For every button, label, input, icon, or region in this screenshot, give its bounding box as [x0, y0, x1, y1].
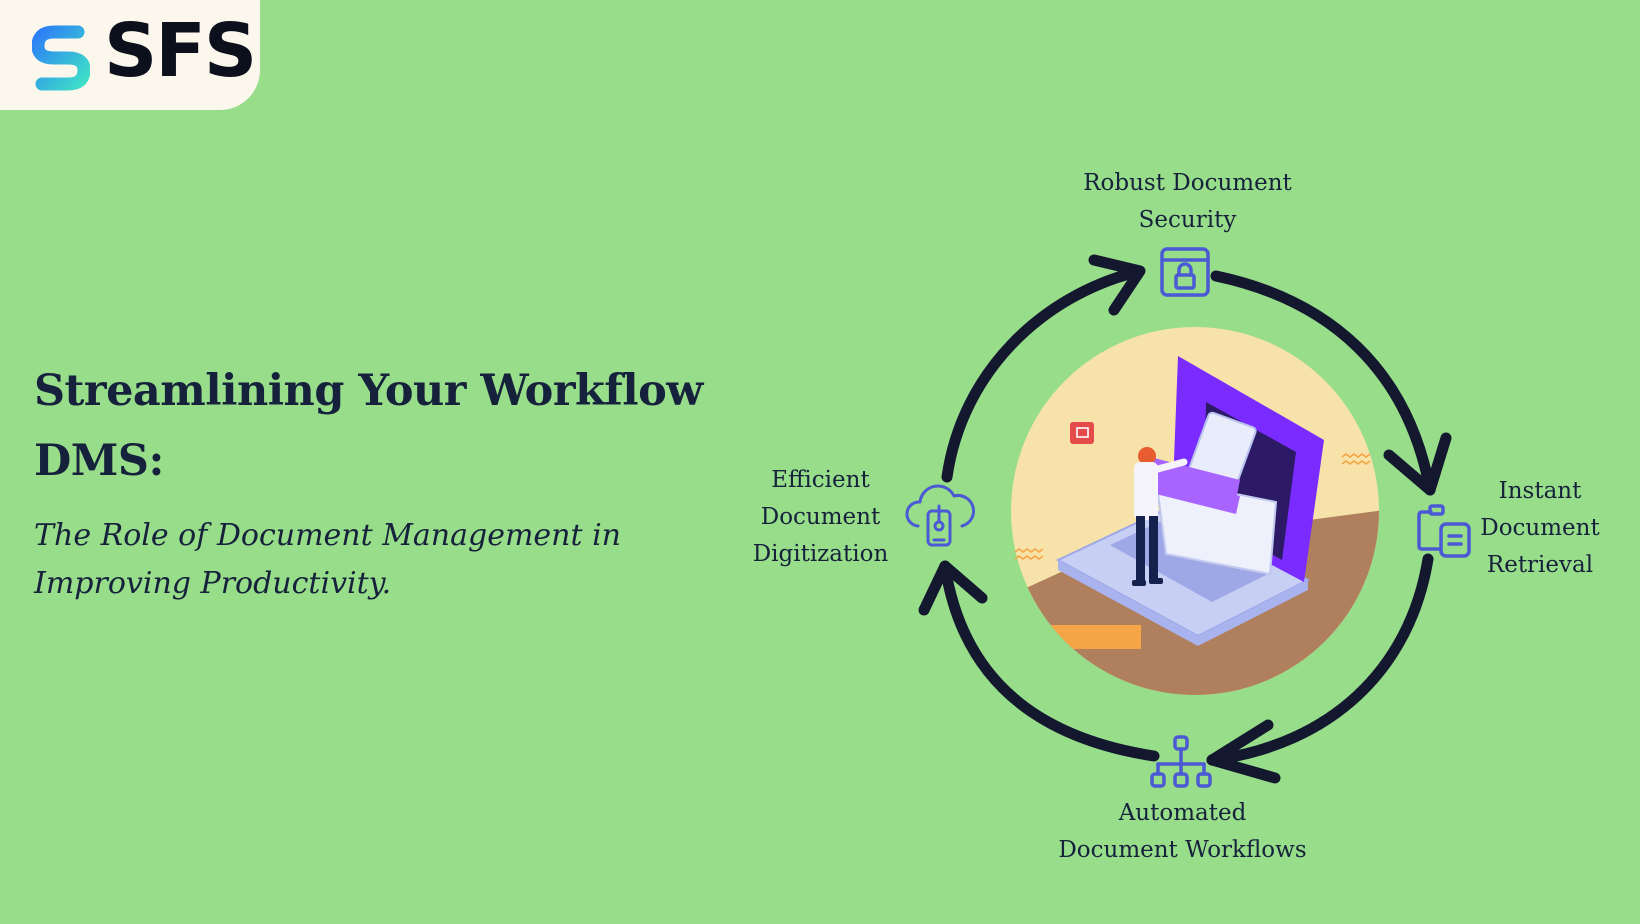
person-figure: [1132, 447, 1188, 586]
center-illustration: [1011, 327, 1379, 695]
arrow-retrieval-to-workflows: [1206, 553, 1434, 766]
red-sticker: [1070, 422, 1094, 444]
page-subtitle: The Role of Document Management in Impro…: [34, 512, 654, 608]
arrow-retrieval-head: [1383, 432, 1452, 496]
arrow-security-to-retrieval: [1210, 270, 1436, 496]
title-line-2: DMS:: [34, 436, 164, 486]
subtitle-line-1: The Role of Document Management in: [34, 518, 622, 553]
step-security-line-2: Security: [1138, 207, 1237, 233]
step-digitization-line-3: Digitization: [752, 541, 889, 567]
logo-text: SFS: [104, 8, 257, 94]
arrow-digitization-head: [918, 560, 988, 616]
arrow-security-head: [1088, 254, 1146, 316]
subtitle-line-2: Improving Productivity.: [34, 566, 392, 601]
cycle-arrows: [918, 254, 1452, 784]
step-label-retrieval: Instant Document Retrieval: [1475, 473, 1605, 584]
sfs-s-logo-icon: [32, 25, 90, 91]
browser-lock-icon: [1160, 247, 1210, 297]
red-sticker-mark: [1076, 427, 1089, 438]
step-label-security: Robust Document Security: [1055, 165, 1320, 239]
title-line-1: Streamlining Your Workflow: [34, 366, 703, 416]
step-label-digitization: Efficient Document Digitization: [748, 462, 893, 573]
step-security-line-1: Robust Document: [1083, 170, 1292, 196]
hierarchy-network-icon: [1150, 735, 1212, 788]
arrow-workflows-head: [1206, 719, 1281, 784]
step-retrieval-line-1: Instant: [1498, 478, 1582, 504]
cloud-phone-upload-icon: [905, 484, 975, 547]
purple-folders: [1148, 458, 1240, 514]
laptop-base-edge: [1058, 560, 1308, 646]
step-digitization-line-1: Efficient: [771, 467, 870, 493]
step-label-workflows: Automated Document Workflows: [1050, 795, 1315, 869]
arrow-workflows-to-digitization: [939, 560, 1160, 762]
step-retrieval-line-3: Retrieval: [1486, 552, 1594, 578]
zigzag-deco-right: [1341, 453, 1371, 465]
step-digitization-line-2: Document: [760, 504, 881, 530]
logo-badge[interactable]: SFS: [0, 0, 260, 110]
step-retrieval-line-2: Document: [1480, 515, 1600, 541]
zigzag-deco-left: [1014, 548, 1044, 560]
clipboard-document-icon: [1417, 504, 1471, 558]
arrow-digitization-to-security: [941, 266, 1142, 483]
step-workflows-line-2: Document Workflows: [1058, 837, 1307, 863]
page-title: Streamlining Your Workflow DMS:: [34, 356, 734, 496]
step-workflows-line-1: Automated: [1118, 800, 1247, 826]
